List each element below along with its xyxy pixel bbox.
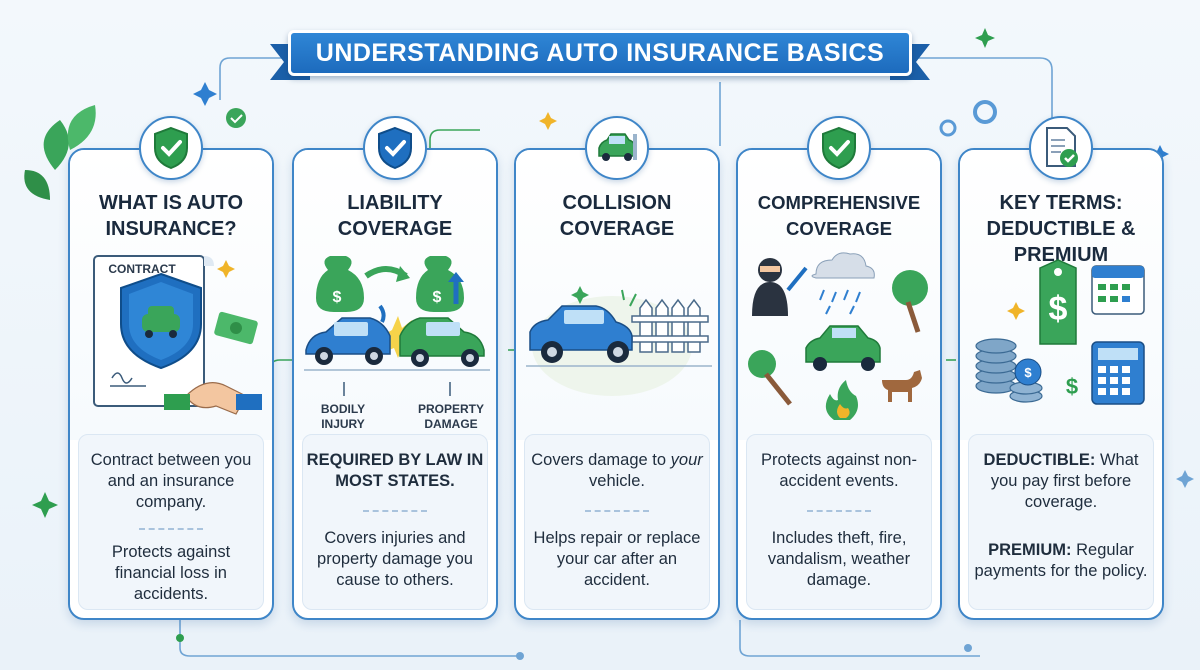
svg-text:$: $ xyxy=(1024,365,1032,380)
card-title: KEY TERMS: DEDUCTIBLE & PREMIUM xyxy=(986,192,1136,266)
page-title: UNDERSTANDING AUTO INSURANCE BASICS xyxy=(315,38,885,67)
svg-text:$: $ xyxy=(1049,290,1068,328)
label-bodily-injury: BODILY INJURY xyxy=(320,402,366,431)
card-collision-coverage: COLLISION COVERAGE Covers damage to your… xyxy=(514,116,720,620)
svg-text:$: $ xyxy=(433,289,442,306)
svg-text:$: $ xyxy=(1066,374,1078,399)
svg-text:$: $ xyxy=(333,289,342,306)
card-text-secondary: Covers injuries and property damage you … xyxy=(317,529,473,589)
contract-label: CONTRACT xyxy=(108,262,176,276)
card-text-primary: REQUIRED BY LAW IN MOST STATES. xyxy=(306,450,484,492)
card-title: COLLISION COVERAGE xyxy=(559,192,675,240)
deductible-definition: DEDUCTIBLE: What you pay first before co… xyxy=(972,450,1150,513)
required-by-law-text: REQUIRED BY LAW IN MOST STATES. xyxy=(306,451,484,490)
title-banner: UNDERSTANDING AUTO INSURANCE BASICS xyxy=(270,30,912,82)
term-premium: PREMIUM: xyxy=(988,541,1072,559)
collision-illustration xyxy=(526,286,712,396)
divider xyxy=(139,528,203,530)
document-check-icon xyxy=(1029,116,1093,180)
definition-deductible: What you pay first before coverage. xyxy=(990,451,1139,511)
card-what-is-auto-insurance: WHAT IS AUTO INSURANCE? CONTRACT Contrac… xyxy=(68,116,274,620)
card-text-primary: Contract between you and an insurance co… xyxy=(90,451,252,511)
card-key-terms: KEY TERMS: DEDUCTIBLE & PREMIUM $ $ $ DE… xyxy=(958,116,1164,620)
banner-main: UNDERSTANDING AUTO INSURANCE BASICS xyxy=(288,30,912,76)
card-text-secondary: Includes theft, fire, vandalism, weather… xyxy=(767,529,911,589)
premium-definition: PREMIUM: Regular payments for the policy… xyxy=(972,540,1150,582)
divider xyxy=(585,510,649,512)
label-property-damage: PROPERTY DAMAGE xyxy=(417,402,484,431)
shield-check-icon xyxy=(363,116,427,180)
card-text-primary: Protects against non-accident events. xyxy=(761,451,917,490)
card-title: COMPREHENSIVE COVERAGE xyxy=(757,192,921,239)
text-emphasis: your xyxy=(670,451,703,469)
contract-illustration xyxy=(93,255,262,415)
card-comprehensive-coverage: COMPREHENSIVE COVERAGE Protects against … xyxy=(736,116,942,620)
text-post: vehicle. xyxy=(589,472,645,490)
divider xyxy=(807,510,871,512)
divider xyxy=(363,510,427,512)
shield-check-icon xyxy=(807,116,871,180)
liability-illustration: $ $ xyxy=(304,256,490,396)
text-pre: Covers damage to xyxy=(531,451,667,469)
card-text-primary: Covers damage to your vehicle. xyxy=(528,450,706,492)
card-title: LIABILITY COVERAGE xyxy=(337,192,453,240)
card-liability-coverage: LIABILITY COVERAGE $ $ BO xyxy=(292,116,498,620)
key-terms-illustration: $ $ $ xyxy=(975,259,1145,405)
card-text-secondary: Protects against financial loss in accid… xyxy=(111,543,231,603)
card-text-secondary: Helps repair or replace your car after a… xyxy=(533,529,701,589)
shield-check-icon xyxy=(139,116,203,180)
comprehensive-illustration xyxy=(748,252,928,420)
definition-premium: Regular payments for the policy. xyxy=(974,541,1148,580)
card-title: WHAT IS AUTO INSURANCE? xyxy=(98,192,244,240)
term-deductible: DEDUCTIBLE: xyxy=(983,451,1096,469)
car-crash-icon xyxy=(585,116,649,180)
